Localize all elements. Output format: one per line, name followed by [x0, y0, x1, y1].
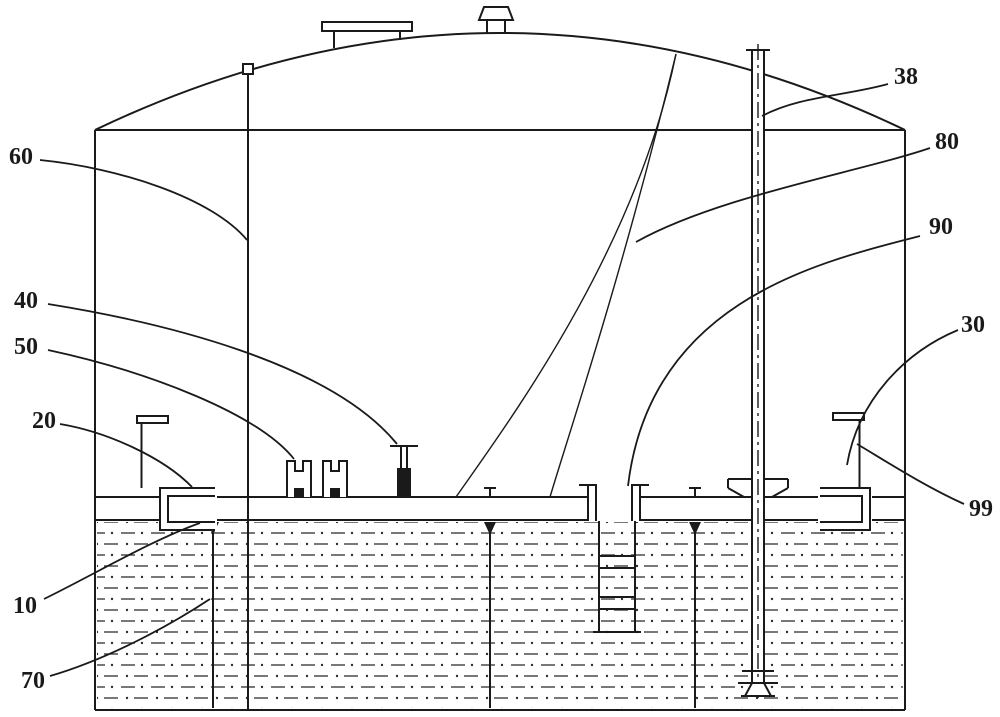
- gauge-pole: [242, 63, 254, 710]
- right-seal-backing: [818, 487, 872, 531]
- leg-pin-center: [484, 522, 496, 535]
- clevis-foot-1: [294, 488, 304, 497]
- ladder-rungs: [599, 555, 635, 610]
- guide-cable-left-curve: [455, 53, 677, 498]
- dome-fittings: [321, 6, 515, 48]
- right-seal-assembly: [818, 487, 872, 531]
- left-seal-assembly: [159, 487, 217, 531]
- right-seal-inner-channel: [820, 495, 863, 523]
- ref-label-50: 50: [14, 334, 38, 360]
- dome-roof-arc: [94, 32, 906, 131]
- support-legs: [207, 487, 701, 708]
- roof-nozzle-plate: [321, 21, 413, 32]
- tank-shell: [94, 32, 906, 711]
- leader-line-50: [47, 349, 295, 460]
- guide-cable: [455, 53, 677, 498]
- leader-line-80: [635, 147, 931, 243]
- gauge-pole-top-fitting: [242, 63, 254, 75]
- ref-label-99: 99: [969, 496, 993, 522]
- clevis-fitting-1: [286, 460, 312, 497]
- rim-brackets: [136, 412, 865, 488]
- left-seal-outer-channel: [159, 487, 215, 531]
- ref-label-60: 60: [9, 144, 33, 170]
- floating-roof-deck: [95, 496, 905, 521]
- right-seal-outer-channel: [820, 487, 871, 531]
- right-rim-bracket-plate: [832, 412, 865, 421]
- ladder-rails: [598, 521, 636, 632]
- ref-label-70: 70: [21, 668, 45, 694]
- leader-line-40: [47, 303, 398, 445]
- left-rim-bracket-plate: [136, 415, 169, 424]
- deck-vent-valve: [390, 445, 418, 497]
- leader-line-99: [856, 443, 965, 505]
- leader-line-30: [846, 329, 959, 466]
- ref-label-40: 40: [14, 288, 38, 314]
- vent-valve-stem: [390, 445, 418, 468]
- ref-label-20: 20: [32, 408, 56, 434]
- deck-support-fittings: [286, 460, 348, 497]
- leader-line-38: [761, 83, 889, 117]
- leader-line-70: [49, 598, 211, 677]
- ref-label-30: 30: [961, 312, 985, 338]
- reference-labels: 60 38 80 90 30 99 40 50 20 10 70: [9, 64, 993, 694]
- leg-pin-right: [689, 522, 701, 535]
- clevis-foot-2: [330, 488, 340, 497]
- ref-label-38: 38: [894, 64, 918, 90]
- dip-pipe: [727, 44, 789, 701]
- leader-line-60: [39, 159, 248, 241]
- leader-line-20: [59, 423, 193, 488]
- leg-stub-center: [484, 487, 496, 497]
- manhole-ladder: [579, 484, 649, 633]
- leader-line-10: [43, 522, 201, 600]
- leg-stub-right: [689, 487, 701, 497]
- manhole-walls: [587, 485, 641, 521]
- guide-cable-right-curve: [549, 53, 677, 498]
- roof-vent-stem: [486, 20, 506, 33]
- vent-valve-body: [397, 468, 411, 497]
- ref-label-90: 90: [929, 214, 953, 240]
- left-seal-inner-channel: [167, 495, 215, 523]
- dip-pipe-deck-collar: [727, 478, 789, 498]
- ref-label-10: 10: [13, 593, 37, 619]
- dip-pipe-walls: [751, 50, 765, 683]
- roof-vent-cap: [477, 6, 515, 21]
- roof-nozzle-legs: [333, 31, 401, 48]
- clevis-fitting-2: [322, 460, 348, 497]
- leader-line-90: [627, 235, 921, 487]
- ref-label-80: 80: [935, 129, 959, 155]
- stored-liquid-hatch: [97, 522, 903, 708]
